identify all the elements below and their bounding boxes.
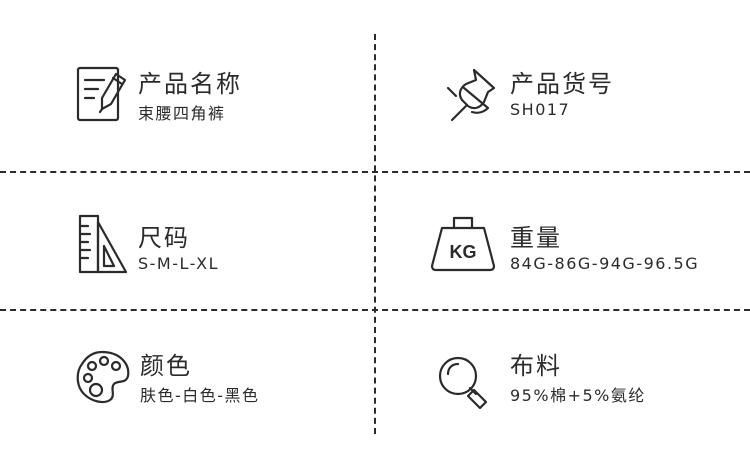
kg-label: KG [450, 242, 477, 262]
spec-label: 布料 [510, 352, 562, 380]
pushpin-icon [444, 66, 504, 130]
horizontal-divider-2 [0, 309, 750, 311]
spec-size: 尺码 S-M-L-XL [78, 214, 358, 290]
spec-color: 颜色 肤色-白色-黑色 [74, 348, 364, 418]
spec-value: S-M-L-XL [138, 254, 219, 273]
spec-label: 颜色 [140, 352, 192, 380]
spec-product-sku: 产品货号 SH017 [444, 66, 734, 136]
spec-value: 84G-86G-94G-96.5G [510, 254, 700, 273]
spec-value: 95%棉+5%氨纶 [510, 386, 646, 405]
spec-label: 重量 [510, 224, 562, 252]
kg-weight-icon: KG [428, 214, 498, 278]
spec-weight: KG 重量 84G-86G-94G-96.5G [428, 216, 734, 290]
spec-value: 肤色-白色-黑色 [140, 386, 260, 405]
vertical-divider [374, 34, 376, 434]
spec-value: SH017 [510, 100, 571, 119]
spec-label: 产品名称 [138, 70, 242, 98]
ruler-triangle-icon [78, 212, 138, 276]
magnifier-icon [436, 354, 496, 418]
palette-icon [74, 348, 132, 412]
spec-label: 产品货号 [510, 70, 614, 98]
spec-product-name: 产品名称 束腰四角裤 [76, 66, 356, 136]
document-pencil-icon [76, 66, 136, 130]
spec-fabric: 布料 95%棉+5%氨纶 [436, 348, 734, 418]
spec-value: 束腰四角裤 [138, 104, 226, 123]
horizontal-divider-1 [0, 171, 750, 173]
spec-label: 尺码 [138, 224, 190, 252]
